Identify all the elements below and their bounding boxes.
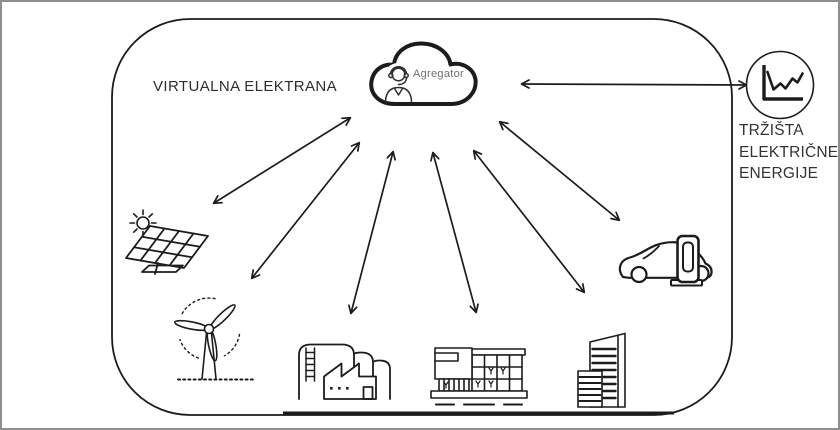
arrow-aggregator-market — [520, 79, 748, 90]
market-label-line2: ELEKTRIČNE — [739, 143, 839, 161]
arrow-aggregator-solar — [212, 116, 352, 205]
arrow-aggregator-ev — [498, 120, 621, 222]
diagram-title: VIRTUALNA ELEKTRANA — [153, 78, 338, 95]
charger-screen — [682, 241, 694, 273]
connection-arrows — [212, 79, 748, 315]
market-label-line1: TRŽIŠTA — [739, 122, 804, 139]
arrow-aggregator-factory — [348, 150, 396, 315]
commercial-building-icon — [430, 347, 528, 406]
ev-charging-station-icon — [618, 234, 713, 287]
market-label: TRŽIŠTA ELEKTRIČNE ENERGIJE — [739, 120, 838, 185]
window-marks — [443, 367, 506, 389]
arrow-aggregator-office — [472, 149, 586, 294]
office-building-icon — [577, 332, 626, 408]
market-label-line3: ENERGIJE — [739, 165, 819, 182]
agent-headset-icon — [384, 63, 413, 103]
aggregator-label: Agregator — [413, 68, 465, 80]
arrow-aggregator-commercial — [430, 151, 479, 314]
front-wheel — [630, 265, 648, 284]
wind-turbine-icon — [173, 297, 256, 381]
solar-panel-icon — [125, 209, 209, 275]
factory-icon — [298, 343, 391, 400]
arrow-aggregator-wind — [250, 141, 361, 280]
vpp-boundary — [111, 18, 733, 416]
line-chart-in-circle-icon — [745, 50, 815, 120]
